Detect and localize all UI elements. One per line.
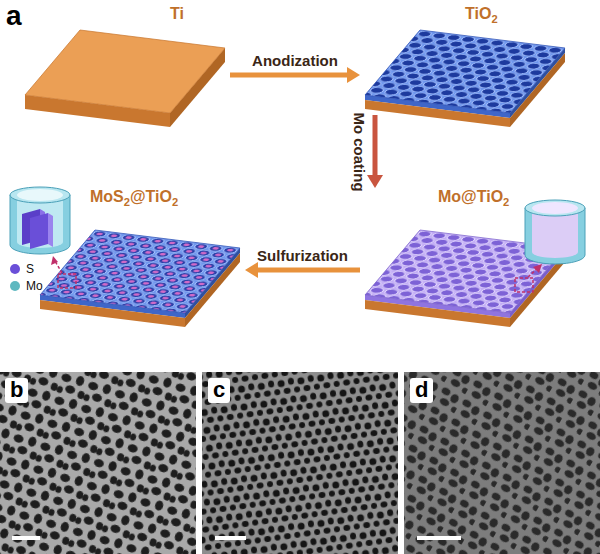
sem-image [0,372,196,554]
stage-node: TiO2 [360,5,570,115]
atom-swatch [10,281,20,291]
ti-plate [25,30,225,127]
legend-item: S [10,262,34,276]
step-label: Mo coating [351,112,368,191]
panel-letter: c [208,378,230,403]
stage-label: MoS2@TiO2 [90,188,178,206]
sem-image [404,372,600,554]
arrow-shaft [373,115,378,176]
arrow-head [347,67,360,83]
stage-label: Ti [170,5,184,23]
legend-item: Mo [10,279,43,293]
subscript: 2 [124,196,130,208]
arrow-head [245,262,258,278]
process-arrow [367,115,383,188]
panel-letter: d [410,378,433,403]
stage-node: Mo@TiO2 [360,188,570,333]
tio2-plate [365,30,565,127]
subscript: 2 [503,196,509,208]
arrow-shaft [257,268,360,273]
step-label: Sulfurization [257,247,348,264]
atom-swatch [10,264,20,274]
mo-tube-inset [515,200,585,292]
legend-text: Mo [26,279,43,293]
process-arrow [230,67,360,83]
stage-node: Ti [20,5,230,130]
stage-label: TiO2 [465,5,498,23]
legend-text: S [26,262,34,276]
mos2-tube-inset [10,187,76,288]
panel-letter: a [6,2,22,30]
subscript: 2 [172,196,178,208]
subscript: 2 [491,13,497,25]
arrow-shaft [230,73,348,78]
process-arrow [245,262,360,278]
stage-label: Mo@TiO2 [438,188,509,206]
sem-image [202,372,398,554]
arrow-head [367,175,383,188]
panel-letter: b [5,378,28,403]
step-label: Anodization [252,52,338,69]
stage-node: MoS2@TiO2 [35,188,245,333]
